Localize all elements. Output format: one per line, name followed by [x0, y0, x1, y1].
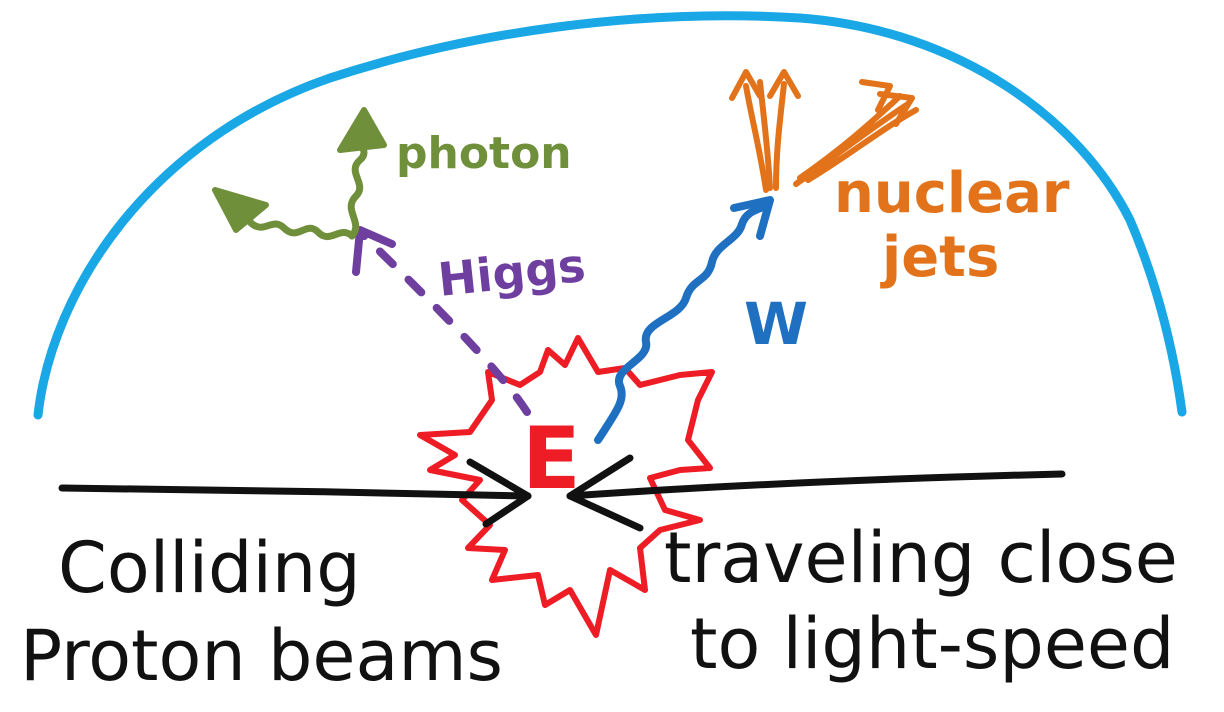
speed-caption-line2: to light-speed	[690, 603, 1174, 685]
proton-beam-right	[566, 454, 1066, 532]
beams-caption-line2: Proton beams	[20, 615, 503, 697]
jet-vertical	[729, 69, 801, 193]
speed-caption-line1: traveling close	[664, 517, 1178, 599]
detector-dome	[33, 11, 1187, 420]
w-boson-label: W	[744, 290, 808, 358]
photon-track-up	[337, 107, 387, 240]
photon-track-left	[212, 187, 356, 241]
beams-caption-line1: Colliding	[58, 527, 361, 609]
higgs-label: Higgs	[436, 238, 588, 307]
photon-label: photon	[396, 128, 572, 179]
proton-beam-left	[58, 458, 532, 528]
higgs-track	[352, 226, 531, 416]
jet-diagonal	[793, 79, 919, 187]
w-boson-track	[594, 196, 774, 444]
nuclear-label: nuclear	[834, 161, 1070, 226]
jets-label: jets	[880, 225, 999, 290]
